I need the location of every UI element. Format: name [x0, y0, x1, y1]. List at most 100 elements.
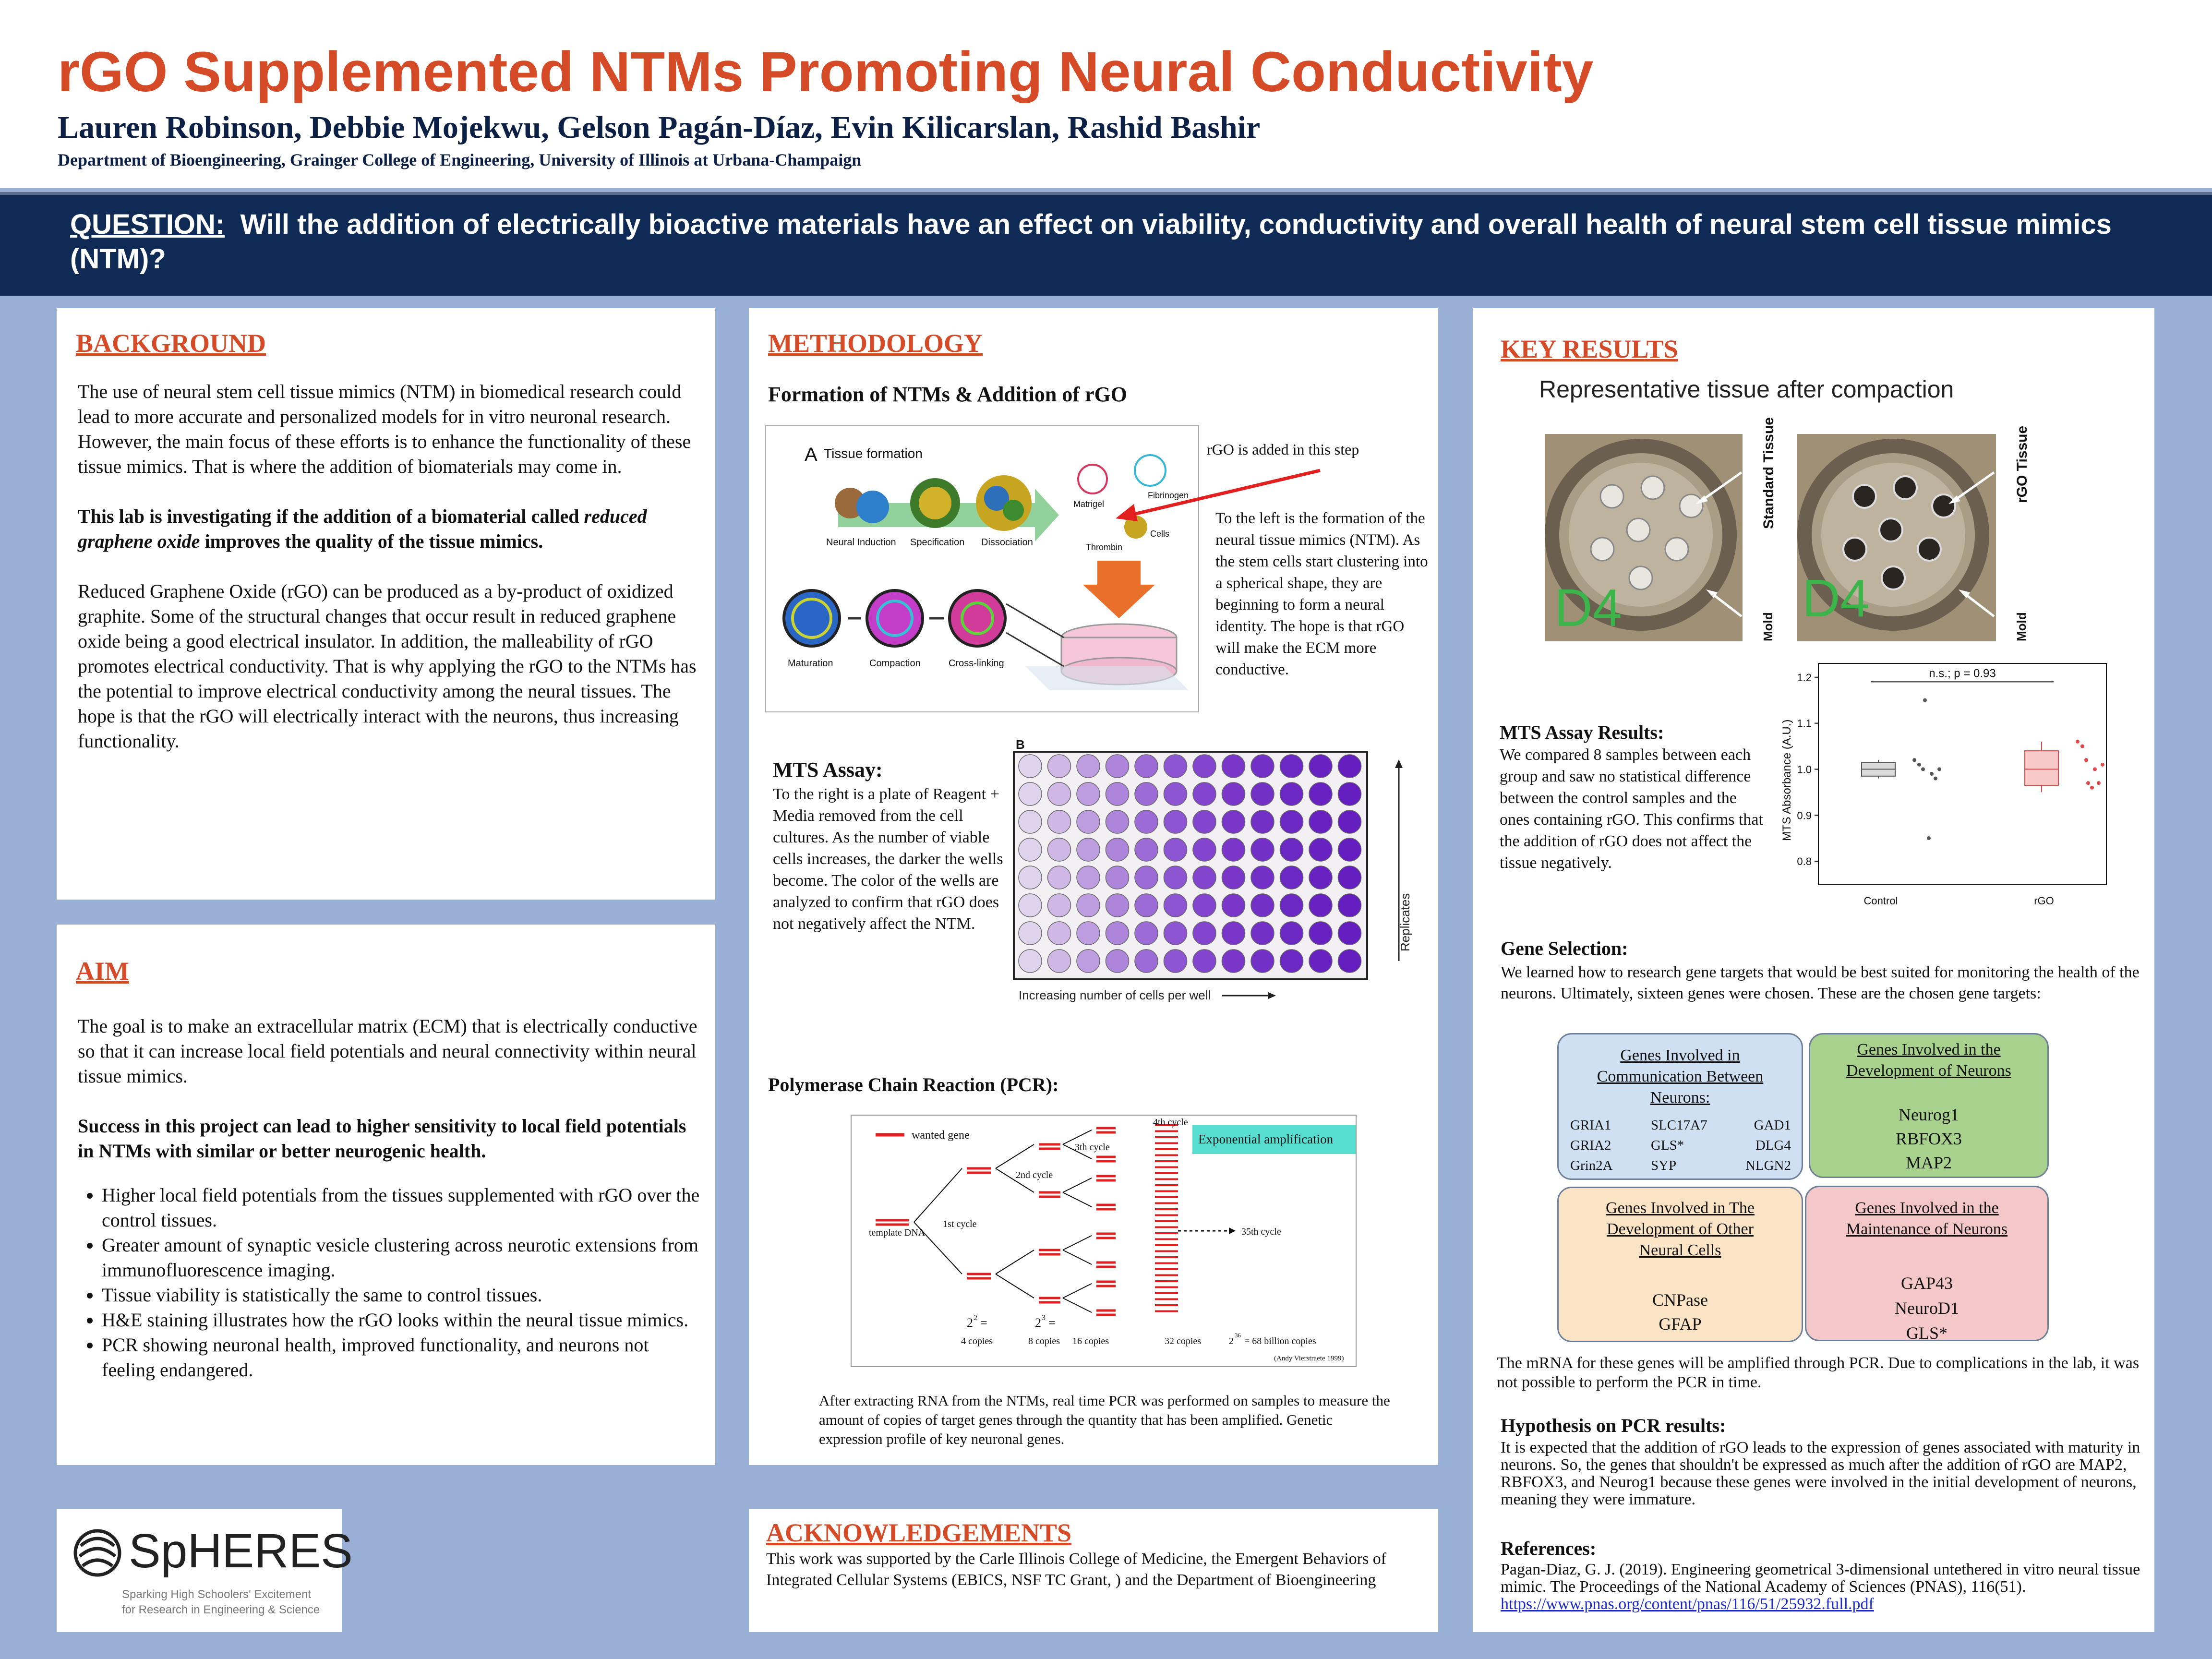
plate-well: [1309, 838, 1333, 862]
boxplot-point: [1921, 767, 1925, 771]
plate-well: [1192, 838, 1216, 862]
plate-well: [1221, 866, 1246, 890]
neural-induction-label: Neural Induction: [826, 537, 896, 548]
gene: GAP43: [1900, 1274, 1953, 1293]
boxplot-tick-label: 0.9: [1797, 809, 1812, 821]
plate-well: [1047, 754, 1071, 778]
gene-box-title: Genes Involved in Communication Between …: [1597, 1046, 1764, 1106]
background-panel: BACKGROUND The use of neural stem cell t…: [57, 308, 715, 900]
gene-selection-title: Gene Selection:: [1501, 938, 1628, 959]
plate-well: [1250, 810, 1274, 834]
boxplot-point: [2084, 758, 2088, 762]
boxplot-point: [2097, 781, 2101, 785]
maturation-label: Maturation: [788, 658, 833, 669]
plate-wells: [1018, 754, 1362, 973]
figure-a-label: A: [805, 444, 817, 465]
gene: Neurog1: [1899, 1105, 1959, 1124]
department: Department of Bioengineering, Grainger C…: [58, 150, 862, 169]
plate-well: [1076, 754, 1100, 778]
pcr-4-copies: 4 copies: [961, 1336, 993, 1346]
boxplot-point: [1912, 758, 1916, 762]
plate-well: [1105, 921, 1130, 945]
boxplot-point: [1917, 762, 1921, 767]
plate-well: [1221, 754, 1246, 778]
question: QUESTION: Will the addition of electrica…: [70, 207, 2149, 276]
hypothesis-text: It is expected that the addition of rGO …: [1501, 1439, 2140, 1508]
mts-text: To the right is a plate of Reagent + Med…: [773, 785, 1003, 933]
plate-well: [1018, 949, 1042, 973]
pcr-branch-line: [1062, 1298, 1092, 1313]
plate-well: [1134, 810, 1158, 834]
plate-well: [1163, 866, 1188, 890]
svg-text:=: =: [1048, 1316, 1056, 1330]
aim-bullet: Greater amount of synaptic vesicle clust…: [102, 1233, 702, 1283]
pcr-cycle-2: 2nd cycle: [1016, 1170, 1053, 1180]
plate-well: [1134, 949, 1158, 973]
gene: Grin2A: [1570, 1158, 1613, 1173]
reference-citation: Pagan-Diaz, G. J. (2019). Engineering ge…: [1501, 1561, 2140, 1596]
formation-text: To the left is the formation of the neur…: [1215, 510, 1428, 678]
logo-tagline-1: Sparking High Schoolers' Excitement: [122, 1588, 312, 1601]
pcr-8-copies: 8 copies: [1028, 1336, 1060, 1346]
standard-tissue-label: Standard Tissue: [1761, 417, 1777, 529]
methodology-panel: METHODOLOGY Formation of NTMs & Addition…: [749, 308, 1438, 1465]
plate-well: [1047, 866, 1071, 890]
plate-well: [1163, 810, 1188, 834]
gene: RBFOX3: [1895, 1129, 1962, 1148]
background-p2-a: This lab is investigating if the additio…: [78, 505, 584, 527]
rgo-arrow: [1116, 469, 1321, 521]
boxplot-category-rgo: rGO: [2034, 895, 2054, 907]
gene-box-title: Genes Involved in the Maintenance of Neu…: [1846, 1199, 2008, 1238]
aim-bullets: Higher local field potentials from the t…: [78, 1183, 702, 1382]
boxplot-tick-label: 1.2: [1797, 672, 1812, 684]
plate-well: [1221, 838, 1246, 862]
plate-well: [1250, 866, 1274, 890]
fibrinogen-label: Fibrinogen: [1148, 491, 1189, 500]
references-title: References:: [1501, 1538, 1597, 1559]
aim-bullet: PCR showing neuronal health, improved fu…: [102, 1333, 702, 1382]
plate-well: [1192, 810, 1216, 834]
plate-well: [1163, 754, 1188, 778]
plate-well: [1250, 838, 1274, 862]
plate-well: [1163, 893, 1188, 917]
plate-well: [1047, 782, 1071, 806]
gene-box-maintenance: Genes Involved in the Maintenance of Neu…: [1805, 1186, 2049, 1343]
svg-text:2: 2: [1229, 1336, 1234, 1346]
plate-well: [1337, 921, 1362, 945]
background-p1: The use of neural stem cell tissue mimic…: [78, 381, 691, 477]
gene: CNPase: [1652, 1290, 1708, 1310]
plate-well: [1163, 782, 1188, 806]
pcr-template: template DNA: [869, 1227, 926, 1238]
plate-well: [1309, 893, 1333, 917]
plate-well: [1163, 949, 1188, 973]
poster-title: rGO Supplemented NTMs Promoting Neural C…: [58, 40, 1594, 104]
plate-well: [1076, 782, 1100, 806]
boxplot-point: [2086, 781, 2090, 785]
d4-label-1: D4: [1554, 578, 1622, 637]
reference-link[interactable]: https://www.pnas.org/content/pnas/116/51…: [1501, 1595, 1874, 1613]
background-p2-em: reduced graphene oxide: [78, 505, 647, 552]
plate-well: [1337, 949, 1362, 973]
boxplot-point: [1934, 776, 1937, 781]
mts-results-title: MTS Assay Results:: [1500, 721, 1664, 743]
aim-panel: AIM The goal is to make an extracellular…: [57, 925, 715, 1465]
plate-well: [1047, 921, 1071, 945]
logo-name: SpHERES: [129, 1524, 353, 1578]
pcr-exp-label: Exponential amplification: [1198, 1132, 1334, 1146]
pcr-branches: [876, 1124, 1178, 1316]
plate-well: [1134, 893, 1158, 917]
gene: SYP: [1650, 1158, 1677, 1173]
aim-body: The goal is to make an extracellular mat…: [78, 1014, 702, 1382]
mts-boxplot: 0.80.91.01.11.2 MTS Absorbance (A.U.) Co…: [1780, 663, 2107, 907]
plate-well: [1105, 782, 1130, 806]
header: [0, 0, 2212, 188]
plate-well: [1192, 921, 1216, 945]
specification-label: Specification: [910, 537, 964, 548]
boxplot-point: [2090, 785, 2094, 790]
gene: GAD1: [1754, 1118, 1791, 1133]
